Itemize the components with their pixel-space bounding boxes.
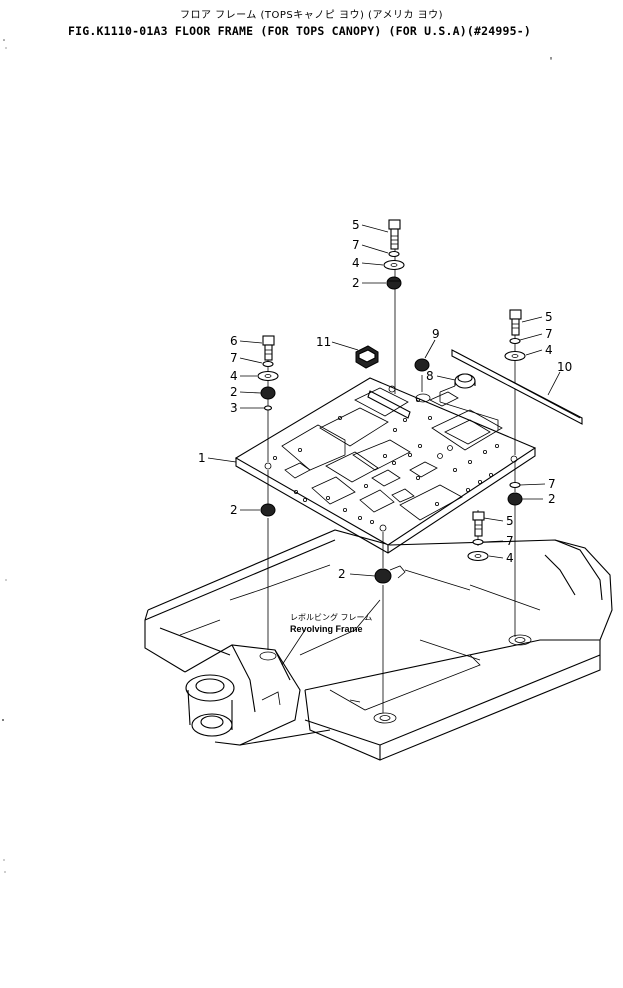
callout-4-right: 4 bbox=[545, 343, 553, 357]
callout-2-front: 2 bbox=[338, 567, 346, 581]
callout-7-top: 7 bbox=[352, 238, 360, 252]
grommet-9 bbox=[414, 358, 430, 372]
callout-7-left: 7 bbox=[230, 351, 238, 365]
callout-numbers: 5 7 4 2 6 7 4 2 3 11 9 8 5 7 4 10 1 7 2 … bbox=[198, 218, 572, 581]
callout-2-top: 2 bbox=[352, 276, 360, 290]
callout-4-left: 4 bbox=[230, 369, 238, 383]
left-under-mount bbox=[260, 503, 276, 517]
callout-5-top: 5 bbox=[352, 218, 360, 232]
revolving-frame-label: Revolving Frame bbox=[290, 624, 363, 634]
floor-frame-plate bbox=[234, 377, 537, 554]
callout-10: 10 bbox=[557, 360, 572, 374]
callout-7-front: 7 bbox=[506, 534, 514, 548]
grommet-8 bbox=[439, 373, 499, 430]
callout-9: 9 bbox=[432, 327, 440, 341]
callout-5-right: 5 bbox=[545, 310, 553, 324]
callout-1: 1 bbox=[198, 451, 206, 465]
callout-5-front: 5 bbox=[506, 514, 514, 528]
revolving-frame: レボルビング フレーム Revolving Frame bbox=[144, 529, 613, 761]
callout-6: 6 bbox=[230, 334, 238, 348]
callout-2-under-left: 2 bbox=[230, 503, 238, 517]
callout-11: 11 bbox=[316, 335, 331, 349]
callout-4-top: 4 bbox=[352, 256, 360, 270]
callout-7-under: 7 bbox=[548, 477, 556, 491]
left-mount-stack bbox=[257, 335, 279, 411]
top-mount-stack bbox=[383, 219, 405, 290]
callout-7-right: 7 bbox=[545, 327, 553, 341]
revolving-frame-label-jp: レボルビング フレーム bbox=[290, 612, 372, 622]
callout-8: 8 bbox=[426, 369, 434, 383]
seal-11 bbox=[355, 345, 379, 369]
figure-title: FIG.K1110-01A3 FLOOR FRAME (FOR TOPS CAN… bbox=[68, 24, 532, 38]
right-under-mount bbox=[507, 481, 523, 506]
callout-4-front: 4 bbox=[506, 551, 514, 565]
callout-2-under-right: 2 bbox=[548, 492, 556, 506]
front-lower-stack bbox=[374, 511, 489, 584]
title-japanese: フロア フレーム (TOPSキャノピ ヨウ) (アメリカ ヨウ) bbox=[179, 10, 444, 21]
callout-3: 3 bbox=[230, 401, 238, 415]
rubber-strip-10 bbox=[451, 349, 583, 425]
scan-speckles bbox=[2, 39, 7, 873]
callout-2-left: 2 bbox=[230, 385, 238, 399]
right-top-mount-stack bbox=[504, 309, 526, 362]
callout-leaders bbox=[207, 224, 561, 577]
corner-mark: ' bbox=[548, 56, 555, 67]
assembly-axis-lines bbox=[267, 245, 516, 713]
